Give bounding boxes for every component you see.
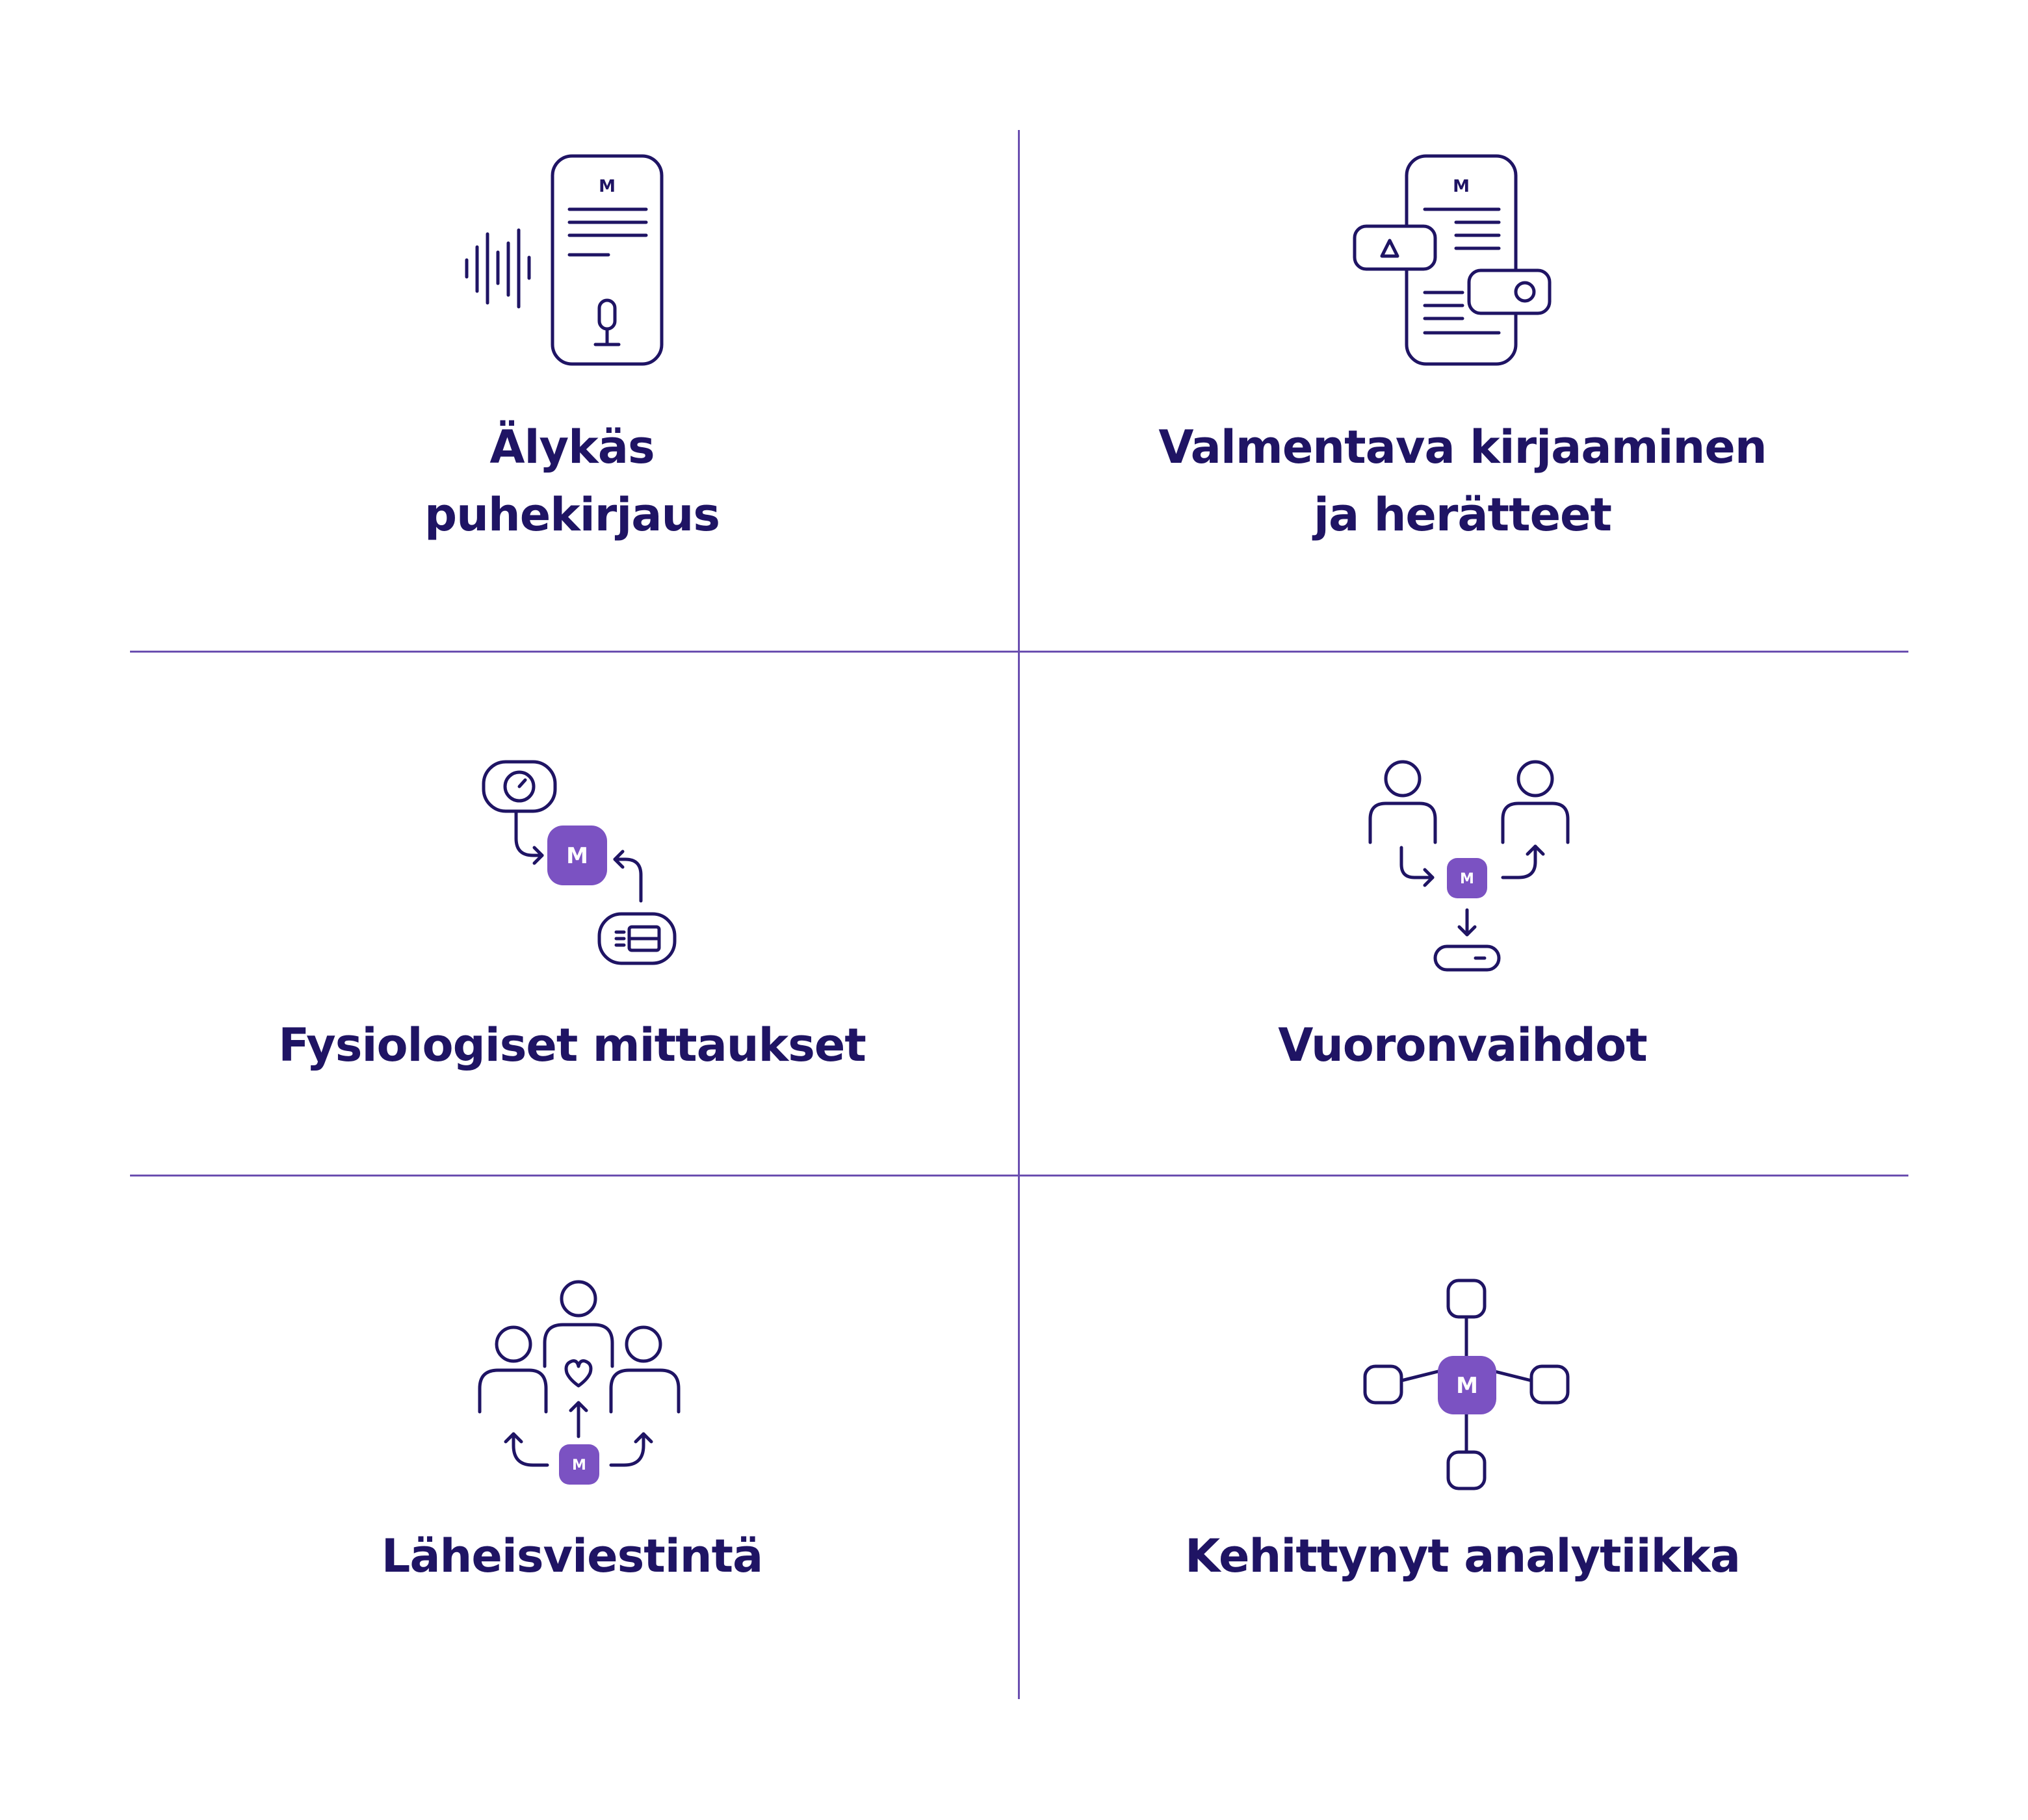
svg-text:M: M xyxy=(599,177,616,196)
feature-physio: M Fysiologiset mittaukset xyxy=(130,748,1014,1079)
shift-handover-icon: M xyxy=(1368,760,1570,972)
feature-family-label: Läheisviestintä xyxy=(381,1529,764,1583)
svg-text:M: M xyxy=(1456,1373,1478,1399)
feature-shift-label: Vuoronvaihdot xyxy=(1278,1019,1647,1072)
phone-microphone-soundwave-icon: M xyxy=(465,154,664,366)
svg-text:M: M xyxy=(1453,177,1470,196)
feature-family: M Läheisviestintä xyxy=(130,1269,1014,1590)
feature-analytics: M Kehittynyt analytiikka xyxy=(1020,1269,1904,1590)
feature-physio-label: Fysiologiset mittaukset xyxy=(278,1019,866,1072)
svg-text:M: M xyxy=(1460,871,1474,887)
horizontal-divider-top xyxy=(130,651,1908,653)
svg-text:M: M xyxy=(572,1457,586,1474)
vertical-divider xyxy=(1018,130,1020,1699)
feature-analytics-label: Kehittynyt analytiikka xyxy=(1185,1529,1741,1583)
feature-shift: M Vuoronvaihdot xyxy=(1020,748,1904,1079)
feature-speech: M Älykäs puhekirjaus xyxy=(130,150,1014,549)
svg-text:M: M xyxy=(566,843,588,869)
feature-guided: M Valmentava kirjaaminen ja herätteet xyxy=(1020,150,1904,549)
family-communication-icon: M xyxy=(478,1280,681,1485)
horizontal-divider-bottom xyxy=(130,1175,1908,1176)
feature-guided-label: Valmentava kirjaaminen ja herätteet xyxy=(1158,421,1767,541)
devices-to-hub-icon: M xyxy=(482,760,677,965)
phone-with-prompt-cards-icon: M xyxy=(1353,154,1552,366)
hub-network-icon: M xyxy=(1363,1279,1570,1490)
feature-speech-label: Älykäs puhekirjaus xyxy=(424,421,720,541)
